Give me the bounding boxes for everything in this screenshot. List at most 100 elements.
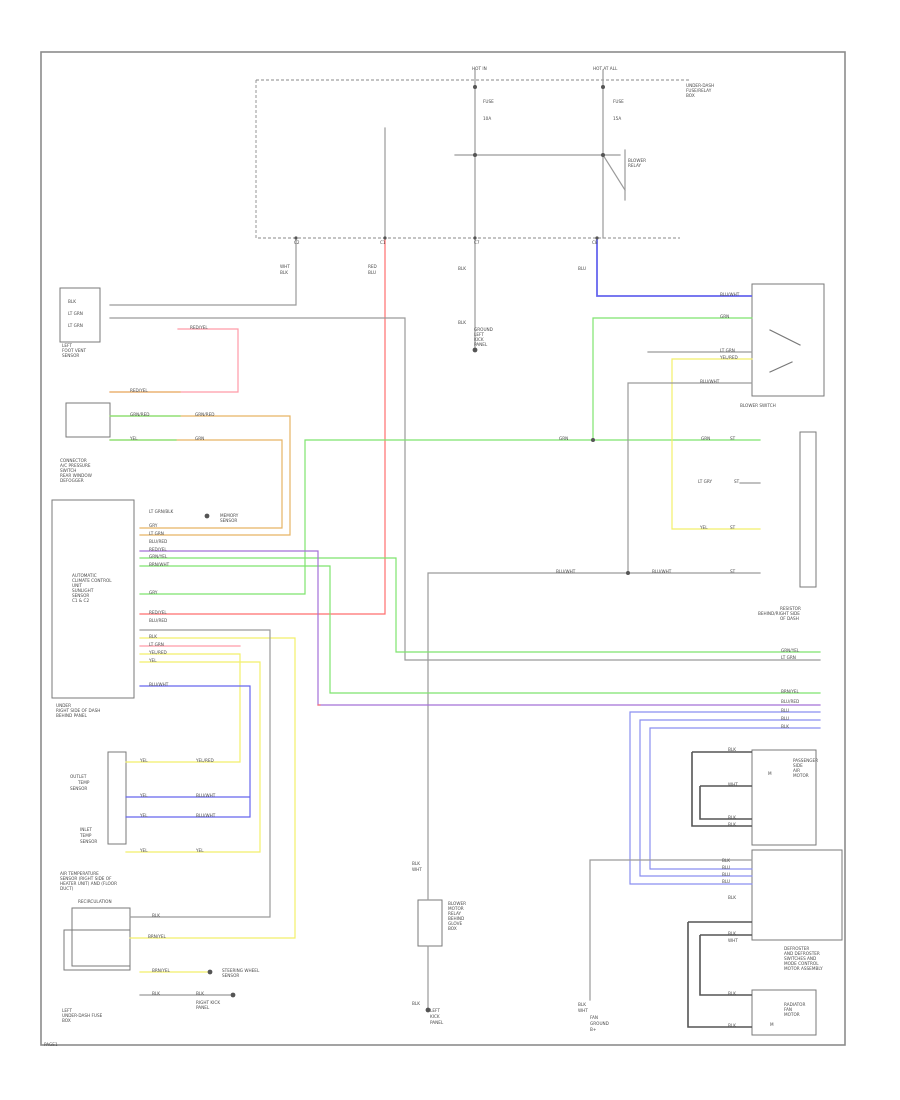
radiator-fan-motor-box <box>751 989 817 1036</box>
diagram-label: RESISTOR <box>780 606 801 611</box>
diagram-label: LEFT <box>62 1008 72 1013</box>
diagram-label: BLU/WHT <box>700 379 720 384</box>
diagram-label: PANEL <box>196 1005 210 1010</box>
diagram-label: GROUND <box>590 1021 609 1026</box>
diagram-label: C2 <box>294 240 300 245</box>
diagram-label: BLOWER SWITCH <box>740 403 776 408</box>
diagram-label: ST <box>730 436 736 441</box>
diagram-label: BOX <box>448 926 457 931</box>
diagram-label: LT GRN <box>720 348 735 353</box>
diagram-label: BEHIND/RIGHT SIDE <box>758 611 800 616</box>
diagram-label: DEFOGGER <box>60 478 84 483</box>
diagram-label: BLU <box>368 270 376 275</box>
diagram-label: HEATER UNIT) AND (FLOOR <box>60 881 117 886</box>
diagram-label: YEL <box>148 658 157 663</box>
diagram-label: CONNECTOR <box>60 458 87 463</box>
diagram-label: LT GRN <box>149 531 164 536</box>
diagram-label: BLK <box>728 895 736 900</box>
diagram-label: YEL/RED <box>148 650 167 655</box>
diagram-label: RED <box>368 264 377 269</box>
diagram-label: BLK <box>458 320 466 325</box>
diagram-label: A/C PRESSURE <box>60 463 91 468</box>
diagram-label: YEL <box>195 848 204 853</box>
diagram-label: MODE CONTROL <box>784 961 819 966</box>
diagram-label: SENSOR (RIGHT SIDE OF <box>60 876 112 881</box>
diagram-label: GRN/YEL <box>149 554 168 559</box>
diagram-label: GRN <box>701 436 710 441</box>
diagram-label: BLK <box>149 634 157 639</box>
fuse-lines <box>384 69 626 239</box>
diagram-label: YEL <box>129 436 138 441</box>
diagram-label: OF DASH <box>780 616 799 621</box>
diagram-label: LT GRY <box>698 479 713 484</box>
diagram-label: BEHIND <box>448 916 464 921</box>
diagram-label: UNDER <box>56 703 71 708</box>
diagram-label: C7 <box>474 240 480 245</box>
diagram-label: YEL <box>139 793 148 798</box>
diagram-label: BLK <box>280 270 288 275</box>
diagram-label: SWITCHES AND <box>784 956 816 961</box>
diagram-label: M <box>770 1022 774 1027</box>
diagram-label: DUCT) <box>60 886 74 891</box>
diagram-label: RIGHT KICK <box>196 1000 220 1005</box>
diagram-label: BLU/RED <box>149 539 167 544</box>
diagram-label: YEL <box>139 813 148 818</box>
diagram-label: PAGE1 <box>44 1042 58 1047</box>
diagram-label: LT GRN <box>68 323 83 328</box>
diagram-label: YEL/RED <box>719 355 738 360</box>
diagram-label: WHT <box>578 1008 588 1013</box>
diagram-label: REAR WINDOW <box>60 473 92 478</box>
diagram-label: TEMP <box>77 780 90 785</box>
diagram-label: BLK <box>781 724 789 729</box>
diagram-label: SENSOR <box>62 353 79 358</box>
diagram-label: LEFT <box>62 343 72 348</box>
diagram-label: MEMORY <box>220 513 239 518</box>
diagram-label: BLK <box>68 299 76 304</box>
diagram-label: GRN <box>720 314 729 319</box>
diagram-label: BLU/WHT <box>556 569 576 574</box>
diagram-label: BLOWER <box>628 158 646 163</box>
diagram-label: SIDE <box>793 763 803 768</box>
diagram-label: YEL <box>699 525 708 530</box>
diagram-label: OUTLET <box>70 774 87 779</box>
diagram-label: 15A <box>613 116 621 121</box>
diagram-label: BLK <box>728 815 736 820</box>
diagram-label: WHT <box>728 782 738 787</box>
diagram-label: DEFROSTER <box>784 946 809 951</box>
diagram-label: SENSOR <box>70 786 87 791</box>
diagram-label: TEMP <box>79 833 92 838</box>
air-mix-box <box>107 751 127 845</box>
diagram-label: RELAY <box>628 163 642 168</box>
diagram-label: RIGHT SIDE OF DASH <box>56 708 100 713</box>
page-frame <box>40 51 846 1046</box>
diagram-label: BLU <box>578 266 586 271</box>
diagram-label: GRN <box>195 436 204 441</box>
diagram-label: BLK <box>728 1023 736 1028</box>
diagram-label: UNIT <box>72 583 82 588</box>
diagram-label: GLOVE <box>448 921 463 926</box>
diagram-label: RECIRCULATION <box>78 899 112 904</box>
diagram-label: LT GRN/BLK <box>149 509 174 514</box>
diagram-label: CLIMATE CONTROL <box>72 578 112 583</box>
diagram-label: KICK <box>430 1014 440 1019</box>
diagram-label: BLK <box>412 861 420 866</box>
diagram-label: RED/YEL <box>130 388 148 393</box>
diagram-label: GRY <box>149 523 158 528</box>
resistor-box <box>799 431 817 588</box>
diagram-label: BLU/RED <box>781 699 799 704</box>
diagram-label: BLOWER <box>448 901 466 906</box>
diagram-label: FAN <box>784 1007 792 1012</box>
steering-sensor-box <box>63 929 131 971</box>
diagram-label: ST <box>730 525 736 530</box>
diagram-label: UNDER-DASH <box>686 83 714 88</box>
diagram-label: UNDER-DASH FUSE <box>62 1013 103 1018</box>
diagram-label: BLK <box>578 1002 586 1007</box>
diagram-label: HOT AT ALL <box>593 66 618 71</box>
left-foot-sensor-box <box>59 287 101 343</box>
diagram-label: RED/YEL <box>190 325 208 330</box>
diagram-label: C1 & C2 <box>72 598 89 603</box>
diagram-label: ST <box>734 479 740 484</box>
diagram-label: RED/YEL <box>149 547 167 552</box>
diagram-label: BLK <box>722 858 730 863</box>
diagram-label: SENSOR <box>80 839 97 844</box>
